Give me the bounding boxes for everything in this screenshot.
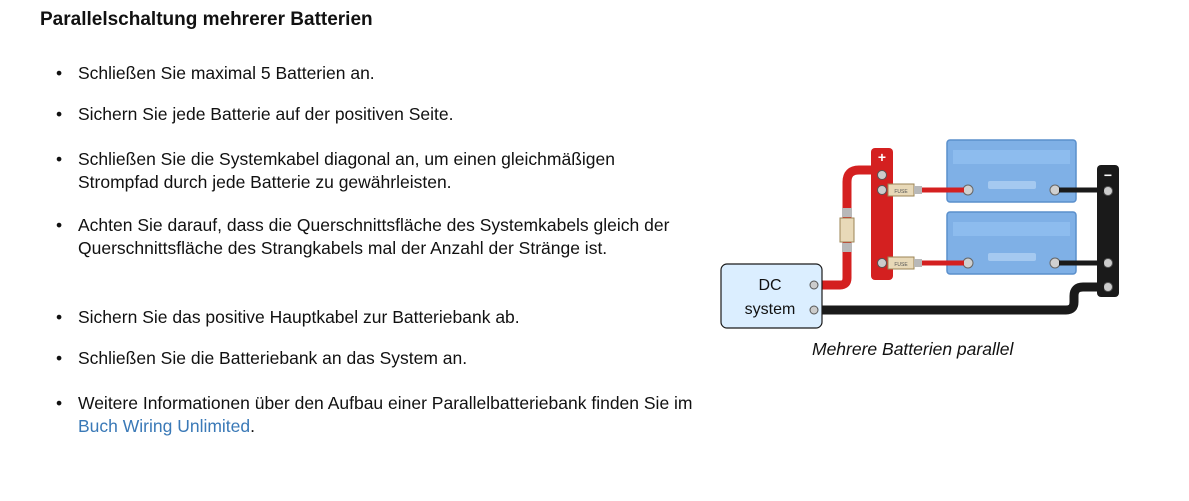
busbar-bolt: [1103, 258, 1113, 268]
busbar-bolt: [1103, 282, 1113, 292]
plus-sign: +: [878, 149, 886, 165]
dc-system-label: system: [745, 301, 796, 318]
list-item: • Sichern Sie das positive Hauptkabel zu…: [56, 306, 696, 329]
diagram-caption: Mehrere Batterien parallel: [812, 339, 1014, 359]
list-item-prefix: Weitere Informationen über den Aufbau ei…: [78, 393, 693, 413]
wiring-unlimited-link[interactable]: Buch Wiring Unlimited: [78, 416, 251, 436]
list-item-text: Schließen Sie die Batteriebank an das Sy…: [78, 348, 468, 368]
minus-sign: −: [1104, 167, 1112, 183]
bullet-dot: •: [56, 393, 63, 413]
list-item-text: Achten Sie darauf, dass die Querschnitts…: [78, 215, 670, 258]
battery: [946, 139, 1077, 203]
parallel-battery-diagram: + − FUSE FUSE DC system: [720, 139, 1119, 329]
list-item: • Schließen Sie maximal 5 Batterien an.: [56, 62, 696, 85]
list-item-text: Schließen Sie die Systemkabel diagonal a…: [78, 149, 615, 192]
string-fuse: FUSE: [887, 183, 922, 197]
list-item-text: Sichern Sie das positive Hauptkabel zur …: [78, 307, 520, 327]
bullet-dot: •: [56, 149, 63, 169]
list-item: • Sichern Sie jede Batterie auf der posi…: [56, 103, 696, 126]
list-item-text: Weitere Informationen über den Aufbau ei…: [78, 392, 696, 438]
list-item-text: Schließen Sie maximal 5 Batterien an.: [78, 63, 375, 83]
list-item: • Schließen Sie die Batteriebank an das …: [56, 347, 696, 370]
svg-text:FUSE: FUSE: [894, 189, 908, 195]
busbar-bolt: [877, 170, 887, 180]
negative-busbar: [1097, 165, 1119, 297]
dc-system-box: [720, 263, 823, 329]
terminal-bolt: [809, 280, 819, 290]
busbar-bolt: [877, 185, 887, 195]
terminal-bolt: [809, 305, 819, 315]
dc-system-label: DC: [758, 277, 781, 294]
bullet-dot: •: [56, 104, 63, 124]
list-item-text: Sichern Sie jede Batterie auf der positi…: [78, 104, 454, 124]
bullet-dot: •: [56, 307, 63, 327]
positive-busbar: [871, 148, 893, 280]
bullet-dot: •: [56, 215, 63, 235]
list-item-suffix: .: [250, 416, 256, 436]
busbar-bolt: [877, 258, 887, 268]
list-item: • Achten Sie darauf, dass die Querschnit…: [56, 214, 696, 260]
list-item: • Schließen Sie die Systemkabel diagonal…: [56, 148, 696, 194]
bullet-dot: •: [56, 63, 63, 83]
section-heading: Parallelschaltung mehrerer Batterien: [40, 9, 373, 30]
main-fuse: [839, 208, 855, 252]
list-item: • Weitere Informationen über den Aufbau …: [56, 392, 696, 438]
string-fuse: FUSE: [887, 256, 922, 270]
bullet-dot: •: [56, 348, 63, 368]
negative-main-cable: [813, 282, 1104, 315]
svg-text:FUSE: FUSE: [894, 262, 908, 268]
battery: [946, 211, 1077, 275]
busbar-bolt: [1103, 186, 1113, 196]
